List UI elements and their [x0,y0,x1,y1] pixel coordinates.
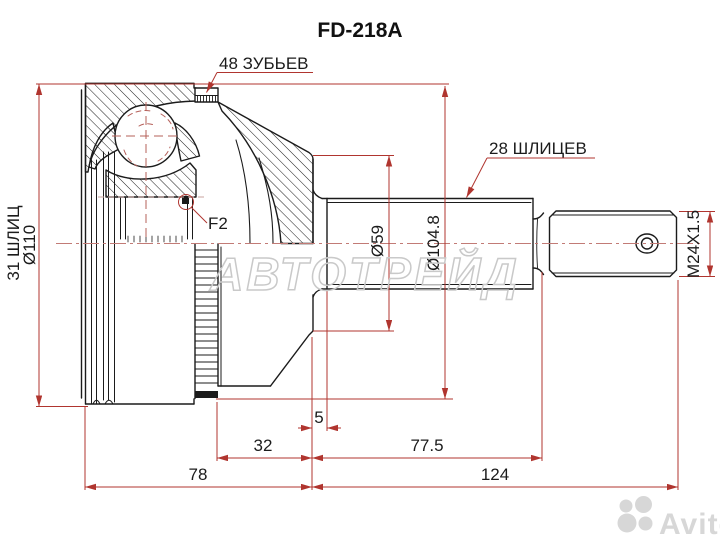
abs-ring-section [194,87,219,103]
splines-callout-label: 28 ШЛИЦЕВ [489,139,587,158]
boss-diameter-label: Ø59 [368,225,387,257]
avito-watermark-text: Avito [659,508,720,540]
cavity-profile [235,139,274,244]
housing-length-value: 78 [189,465,208,484]
avito-watermark: Avito [617,496,720,540]
dimension-lines [35,72,715,491]
neck-top [532,212,545,220]
part-geometry [80,82,678,405]
circlip-callout-circle [178,194,194,210]
avito-logo-icon [617,496,653,533]
hub-diameter-label: Ø110 [20,225,39,265]
drawing-title: FD-218A [317,19,402,42]
abs-tone-ring [194,243,222,400]
housing-section [84,82,314,245]
ring-to-face-value: 32 [254,436,273,455]
hub-spline-count-label: 31 ШЛИЦ [4,205,23,281]
inner-race-section [105,162,197,198]
boss-width-value: 5 [314,408,323,427]
leader-teeth [206,72,218,93]
shaft-length-value: 77.5 [410,436,443,455]
thread-spec-label: M24X1.5 [684,210,703,278]
abs-ring-diameter-label: Ø104.8 [424,215,443,271]
neck-bottom [532,267,545,276]
leader-splines [466,157,488,198]
centerlines [56,102,702,244]
circlip-groove [182,196,189,204]
teeth-callout-label: 48 ЗУБЬЕВ [219,54,309,73]
seller-watermark: АВТОТРЕЙД [209,248,520,300]
circlip-callout-label: F2 [208,214,228,233]
stem-length-value: 124 [481,465,509,484]
thread-end [548,210,678,278]
inner-race-stem [120,196,193,243]
cage-section-right [174,122,201,162]
